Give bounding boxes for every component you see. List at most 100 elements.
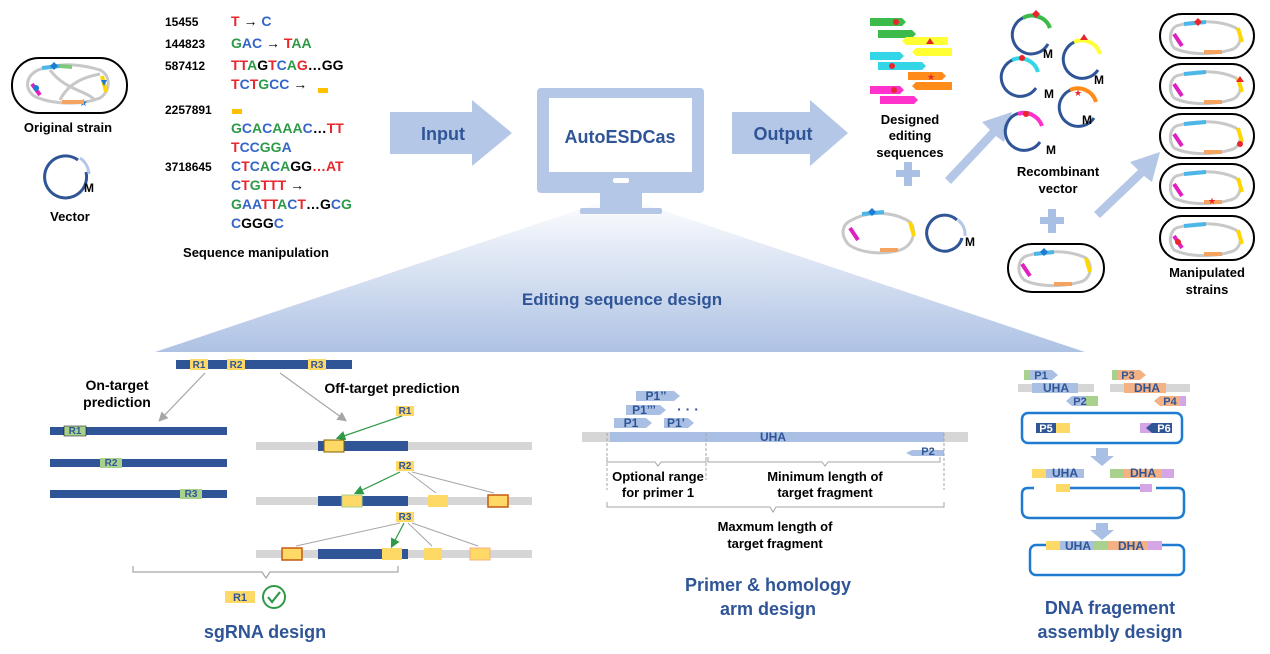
- recombinant-line-1: Recombinant: [1017, 164, 1100, 179]
- svg-text:★: ★: [1074, 88, 1082, 98]
- primer-panel: P1’’ P1’’’ · · · P1 P1’ UHA P2 Optional …: [582, 389, 968, 619]
- primer-title-2: arm design: [720, 599, 816, 619]
- assembly-title-1: DNA fragement: [1045, 598, 1175, 618]
- svg-text:P1’’: P1’’: [646, 389, 667, 403]
- tool-name: AutoESDCas: [564, 127, 675, 147]
- svg-text:R3: R3: [185, 489, 198, 500]
- deletion-marker: [232, 109, 242, 114]
- assembly-title-2: assembly design: [1037, 622, 1182, 642]
- svg-text:R1: R1: [233, 592, 247, 604]
- svg-text:M: M: [1082, 113, 1092, 127]
- sequence-line: GAATTACT…GCG: [231, 196, 352, 212]
- sequence-position: 2257891: [165, 103, 212, 117]
- svg-text:P5: P5: [1039, 423, 1052, 435]
- svg-text:UHA: UHA: [1043, 381, 1069, 395]
- input-strain-small: [841, 208, 916, 255]
- svg-text:DHA: DHA: [1134, 381, 1160, 395]
- input-vector-small: M: [925, 213, 975, 253]
- svg-text:· · ·: · · ·: [677, 401, 699, 417]
- sequence-position: 15455: [165, 15, 199, 29]
- original-strain-label: Original strain: [24, 120, 112, 135]
- vector-label: Vector: [50, 209, 90, 224]
- sequence-line: GAC → TAA: [231, 35, 312, 51]
- manipulated-strains: ★: [1159, 13, 1255, 261]
- svg-text:M: M: [1094, 73, 1104, 87]
- assembly-panel: P1 UHA P2 P3 DHA P4 P5 P6 UHA DHA: [1018, 370, 1190, 642]
- on-target-line-1: On-target: [86, 377, 149, 393]
- svg-text:R2: R2: [230, 360, 243, 371]
- primer-title-1: Primer & homology: [685, 575, 851, 595]
- original-strain-cell: ★: [11, 57, 128, 114]
- off-target-label: Off-target prediction: [324, 380, 459, 396]
- designed-sequences-fragments: ★: [870, 18, 952, 104]
- svg-text:DHA: DHA: [1118, 539, 1144, 553]
- svg-text:UHA: UHA: [760, 430, 786, 444]
- vector-m-label: M: [84, 181, 94, 195]
- svg-text:R1: R1: [69, 426, 82, 437]
- svg-text:M: M: [1044, 87, 1054, 101]
- svg-text:R1: R1: [193, 360, 206, 371]
- recombinant-vectors: M M M ★ M M: [999, 10, 1104, 157]
- svg-text:P6: P6: [1157, 423, 1170, 435]
- svg-text:R2: R2: [105, 458, 118, 469]
- output-arrow: [732, 100, 848, 166]
- deletion-marker: [318, 88, 328, 93]
- manipulated-line-2: strains: [1186, 282, 1229, 297]
- svg-text:Maxmum length of: Maxmum length of: [718, 519, 834, 534]
- svg-text:P1’: P1’: [667, 416, 685, 430]
- sgrna-panel: R1 R2 R3 On-target prediction Off-target…: [50, 359, 532, 642]
- svg-text:P1: P1: [624, 416, 639, 430]
- svg-text:Optional range: Optional range: [612, 469, 704, 484]
- svg-text:DHA: DHA: [1130, 466, 1156, 480]
- svg-text:target fragment: target fragment: [777, 485, 873, 500]
- sequence-line: GCACAAAC…TT: [231, 120, 344, 136]
- svg-text:P2: P2: [921, 446, 934, 458]
- sequence-position: 144823: [165, 37, 205, 51]
- to-recombinant-arrow: [945, 112, 1012, 184]
- svg-text:P1’’’: P1’’’: [632, 403, 656, 417]
- svg-text:P2: P2: [1073, 396, 1086, 408]
- manipulated-line-1: Manipulated: [1169, 265, 1245, 280]
- sequence-line: TCTGCC →: [231, 76, 307, 92]
- plus-sign: [896, 162, 920, 186]
- output-label: Output: [754, 124, 813, 144]
- svg-text:★: ★: [1208, 196, 1216, 206]
- designed-line-3: sequences: [876, 145, 943, 160]
- svg-text:Minimum length of: Minimum length of: [767, 469, 883, 484]
- small-vector-m: M: [965, 235, 975, 249]
- designed-line-1: Designed: [881, 112, 940, 127]
- input-label: Input: [421, 124, 465, 144]
- plus-sign-2: [1040, 209, 1064, 233]
- check-icon: [262, 585, 286, 609]
- sequence-line: CTGTTT →: [231, 177, 304, 193]
- sequence-line: CGGGC: [231, 215, 284, 231]
- svg-text:M: M: [1046, 143, 1056, 157]
- svg-text:P1: P1: [1034, 370, 1047, 382]
- svg-text:for primer 1: for primer 1: [622, 485, 694, 500]
- on-target-line-2: prediction: [83, 394, 151, 410]
- designed-line-2: editing: [889, 128, 932, 143]
- svg-text:UHA: UHA: [1065, 539, 1091, 553]
- recipient-strain-cell: [1007, 243, 1105, 293]
- autoesdcas-monitor: AutoESDCas: [537, 88, 704, 214]
- sequence-position: 587412: [165, 59, 205, 73]
- sequence-line: TTAGTCAG…GG: [231, 57, 344, 73]
- recombinant-line-2: vector: [1038, 181, 1077, 196]
- to-manipulated-arrow: [1094, 152, 1160, 218]
- svg-text:UHA: UHA: [1052, 466, 1078, 480]
- svg-text:R3: R3: [311, 360, 324, 371]
- svg-text:R2: R2: [399, 461, 412, 472]
- input-arrow: [390, 100, 512, 166]
- svg-text:target fragment: target fragment: [727, 536, 823, 551]
- sequence-manipulation-title: Sequence manipulation: [183, 245, 329, 260]
- sequence-position: 3718645: [165, 160, 212, 174]
- sequence-list: 15455 T → C 144823 GAC → TAA 587412 TTAGTCAG……: [165, 13, 352, 231]
- sequence-line: CTCACAGG…AT: [231, 158, 344, 174]
- vector-plasmid: M: [43, 154, 94, 200]
- sequence-line: T → C: [231, 13, 271, 29]
- svg-text:P4: P4: [1163, 396, 1177, 408]
- svg-text:M: M: [1043, 47, 1053, 61]
- svg-text:R3: R3: [399, 512, 412, 523]
